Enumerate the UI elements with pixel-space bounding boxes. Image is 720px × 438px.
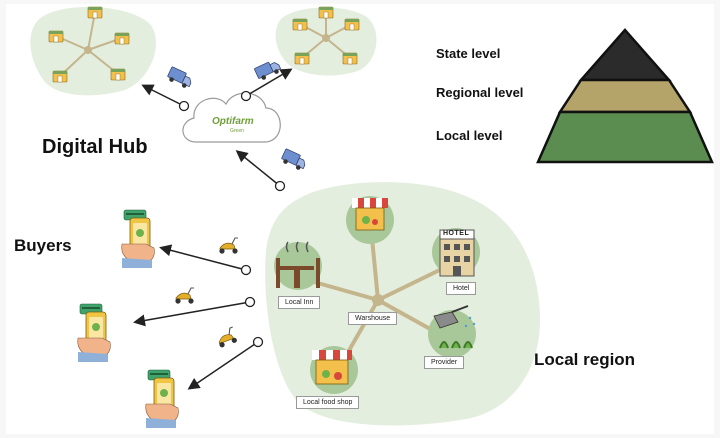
warehouse-box-icon (292, 18, 308, 31)
arrow-region-to-buyer-3 (187, 341, 259, 390)
delivery-truck-icon (279, 148, 309, 173)
level-label-local: Local level (436, 128, 503, 143)
hotel-building-icon (439, 229, 475, 277)
delivery-truck-icon (253, 58, 283, 83)
warehouse-box-icon (318, 6, 334, 19)
scooter-icon (214, 326, 239, 349)
restaurant-icon (276, 241, 320, 288)
arrow-cloud-to-hub-left (141, 84, 185, 107)
buyer-phone-icon (77, 303, 111, 363)
food-shop-icon (312, 350, 352, 385)
warehouse-box-icon (110, 68, 126, 81)
buyers-heading: Buyers (14, 236, 72, 255)
cloud-brand: Optifarm (212, 116, 254, 127)
buyer-phone-icon (121, 209, 155, 269)
arrow-region-to-buyer-1 (159, 244, 247, 271)
warehouse-box-icon (48, 30, 64, 43)
level-pyramid (536, 28, 714, 164)
watering-can-icon (433, 305, 476, 349)
hotel-sign-text: HOTEL (443, 230, 470, 237)
buyer-phone-icon (145, 369, 179, 429)
arrow-cloud-to-hub-right (245, 68, 293, 97)
level-label-state: State level (436, 46, 501, 61)
scooter-icon (174, 287, 195, 305)
local-region-heading: Local region (534, 350, 636, 369)
level-label-regional: Regional level (436, 85, 524, 100)
node-label-inn: Local Inn (278, 296, 321, 309)
node-label-hotel: Hotel (446, 282, 477, 295)
arrow-region-to-buyer-2 (133, 301, 251, 327)
digital-hub-heading: Digital Hub (42, 136, 148, 158)
node-label-shop: Local food shop (296, 396, 360, 409)
market-stall-icon (352, 198, 388, 231)
scooter-icon (218, 237, 239, 255)
cloud-icon (182, 92, 281, 143)
cloud-brand-sub: Green (230, 128, 244, 134)
warehouse-box-icon (87, 6, 103, 19)
warehouse-box-icon (344, 18, 360, 31)
warehouse-box-icon (52, 70, 68, 83)
warehouse-box-icon (342, 52, 358, 65)
warehouse-box-icon (294, 52, 310, 65)
delivery-truck-icon (165, 66, 195, 91)
node-label-warehouse: Warshouse (348, 312, 398, 325)
warehouse-box-icon (114, 32, 130, 45)
arrow-region-to-cloud (235, 150, 281, 187)
node-label-provider: Provider (424, 356, 465, 369)
